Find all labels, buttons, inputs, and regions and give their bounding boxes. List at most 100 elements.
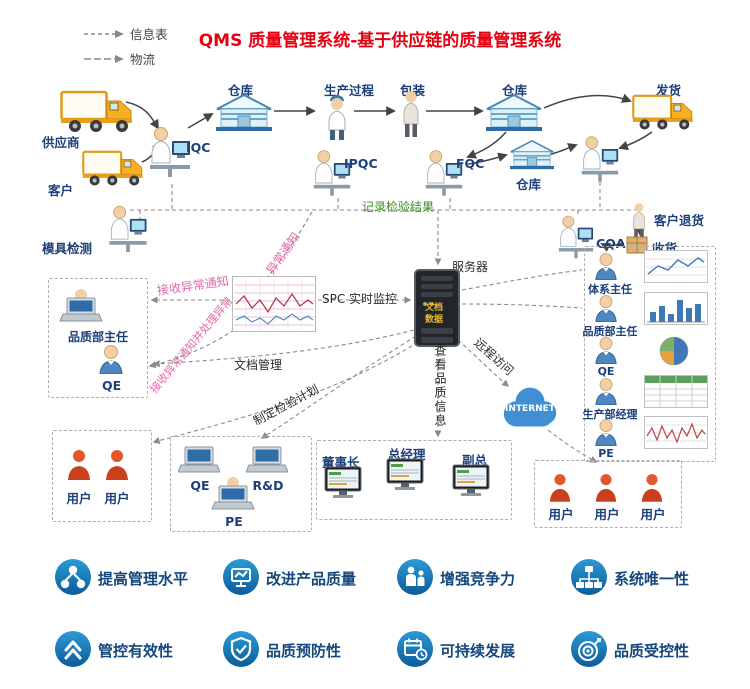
people-icon — [396, 558, 434, 596]
shipping-truck-icon — [632, 90, 696, 132]
chairman-label: 董事长 — [322, 455, 360, 470]
production-manager-person-icon — [594, 377, 618, 405]
feature-label: 系统唯一性 — [614, 570, 690, 588]
customer-label: 客户 — [48, 183, 74, 198]
supplier-label: 供应商 — [42, 135, 80, 150]
fqc-label: FQC — [456, 156, 485, 171]
panel-qe-person-icon — [594, 336, 618, 364]
shipping-label: 发货 — [656, 83, 682, 98]
engineers-box — [170, 436, 312, 532]
user-label: 用户 — [594, 507, 620, 522]
feature-label: 品质预防性 — [266, 642, 342, 660]
gm-monitor-icon — [386, 458, 424, 494]
quality-dept-person-icon — [594, 294, 618, 322]
feature-label: 改进产品质量 — [266, 570, 357, 588]
vp-label: 副总 — [462, 453, 488, 468]
quality-manager-laptop-icon — [58, 288, 104, 324]
calendar-clock-icon — [396, 630, 434, 668]
rd-laptop-icon — [246, 446, 288, 476]
user-label: 用户 — [640, 507, 666, 522]
legend: 信息表 物流 — [84, 24, 168, 68]
production-label: 生产过程 — [324, 83, 375, 98]
quality-manager-label: 品质部主任 — [67, 330, 128, 344]
panel-pe-label: PE — [598, 447, 614, 460]
warehouse-right-label: 仓库 — [502, 83, 528, 98]
panel-qe-label: QE — [597, 365, 615, 378]
target-dart-icon — [570, 630, 608, 668]
table-chart-thumb — [644, 375, 708, 408]
logistics-arrow-icon — [84, 54, 124, 63]
user-icon — [66, 448, 92, 480]
feature-label: 可持续发展 — [440, 642, 516, 660]
view-quality-label: 查看品质信息 — [433, 344, 447, 428]
feature-label: 管控有效性 — [98, 642, 174, 660]
shipping-computer-person-icon — [580, 134, 620, 184]
spc-label: SPC 实时监控 — [322, 292, 398, 306]
info-arrow-icon — [84, 29, 124, 38]
supplier-truck-icon — [60, 86, 136, 134]
managers-panel — [584, 246, 716, 462]
qe-laptop-icon — [178, 446, 220, 476]
warehouse-top-label: 仓库 — [228, 83, 254, 98]
user-icon — [640, 472, 664, 502]
user-icon — [104, 448, 130, 480]
line-chart-thumb — [644, 250, 708, 283]
internet-label: INTERNET — [505, 404, 555, 414]
server-tag-doc: 文档 — [425, 303, 444, 313]
legend-info-label: 信息表 — [130, 27, 168, 42]
warehouse-top-icon — [216, 94, 272, 132]
warehouse-mid-label: 仓库 — [516, 177, 542, 192]
users-left-box — [52, 430, 152, 522]
mid-qe-label: QE — [190, 478, 210, 493]
doc-mgmt-label: 文档管理 — [234, 358, 283, 372]
sitemap-icon — [570, 558, 608, 596]
up-arrows-icon — [54, 630, 92, 668]
packaging-person-icon — [398, 90, 424, 138]
user-label: 用户 — [66, 491, 92, 506]
panel-pe-person-icon — [594, 418, 618, 446]
user-label: 用户 — [104, 491, 130, 506]
customer-return-label: 客户退货 — [654, 213, 705, 228]
warehouse-right-icon — [486, 94, 542, 132]
pe-laptop-person-icon — [210, 476, 256, 512]
chairman-monitor-icon — [324, 466, 362, 502]
monitor-chart-icon — [222, 558, 260, 596]
customer-truck-icon — [82, 146, 146, 188]
production-worker-icon — [322, 92, 352, 140]
system-director-person-icon — [594, 252, 618, 280]
system-director-label: 体系主任 — [588, 283, 632, 296]
warehouse-mid-icon — [510, 140, 554, 170]
user-icon — [548, 472, 572, 502]
mid-rd-label: R&D — [252, 478, 284, 493]
left-qe-person-icon — [98, 344, 124, 374]
users-right-box — [534, 460, 682, 528]
production-manager-label: 生产部经理 — [582, 408, 638, 421]
bar-chart-thumb — [644, 292, 708, 325]
red-line-chart-thumb — [644, 416, 708, 449]
org-chart-icon — [54, 558, 92, 596]
cqa-label: CQA — [596, 236, 626, 251]
pie-chart-thumb — [656, 334, 692, 368]
mold-computer-person-icon — [106, 204, 150, 254]
server-tag-data: 数据 — [425, 315, 444, 325]
shield-check-icon — [222, 630, 260, 668]
record-results-label: 记录检验结果 — [362, 200, 435, 214]
iqc-label: IQC — [186, 140, 211, 155]
page-title: QMS 质量管理系统-基于供应链的质量管理系统 — [198, 31, 562, 51]
executives-box — [316, 440, 512, 520]
user-icon — [594, 472, 618, 502]
left-qe-label: QE — [102, 378, 122, 393]
user-label: 用户 — [548, 507, 574, 522]
spc-chart-image — [232, 276, 316, 332]
legend-logistics-label: 物流 — [130, 52, 156, 67]
quality-dept-director-label: 品质部主任 — [582, 325, 638, 338]
mid-pe-label: PE — [225, 514, 243, 529]
feature-label: 品质受控性 — [614, 642, 690, 660]
server-label: 服务器 — [452, 260, 489, 274]
quality-dept-box — [48, 278, 148, 398]
gm-label: 总经理 — [388, 447, 426, 462]
mold-test-label: 模具检测 — [42, 241, 93, 256]
feature-label: 提高管理水平 — [98, 570, 189, 588]
